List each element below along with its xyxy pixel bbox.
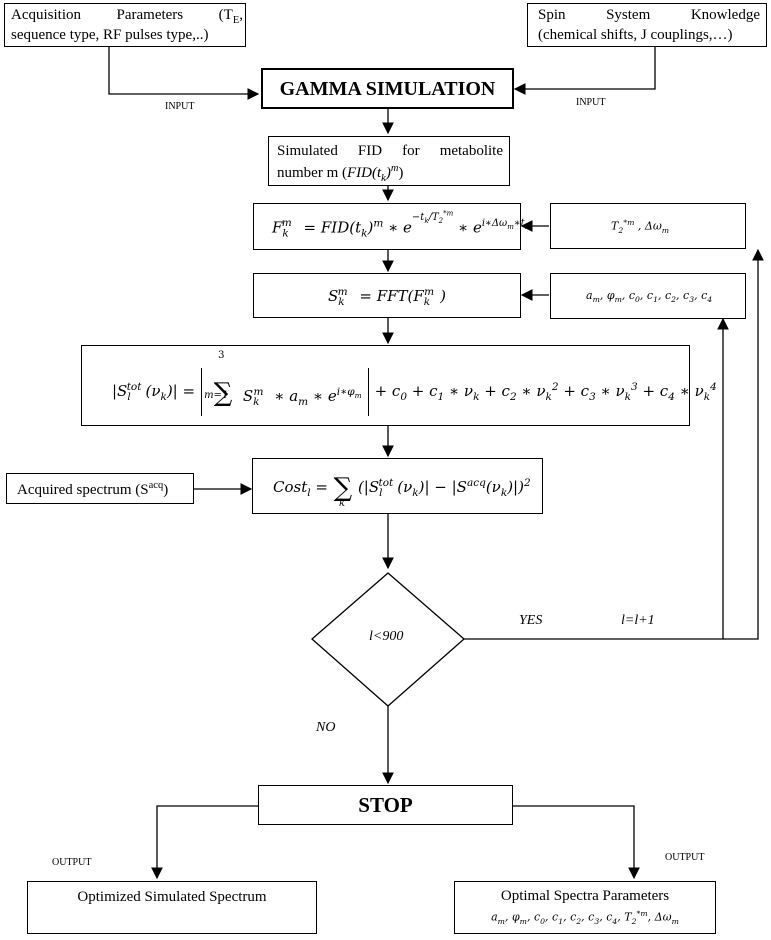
stot-equation: |Sltot(νk)| = 3 ∑ m=1 Skm ∗ am ∗ ei∗φm +… bbox=[112, 351, 717, 416]
sk-equation-box: Skm = FFT(Fkm) bbox=[253, 273, 521, 318]
stop-box: STOP bbox=[258, 785, 513, 825]
input-label-right: INPUT bbox=[576, 97, 606, 108]
increment-label: l=l+1 bbox=[621, 613, 655, 628]
cost-equation-box: Costl = ∑ k (|Sltot(νk)| − |Sacq(νk)|)2 bbox=[252, 458, 543, 514]
cost-equation: Costl = ∑ k (|Sltot(νk)| − |Sacq(νk)|)2 bbox=[273, 473, 531, 509]
arrow-spin-to-gamma bbox=[513, 47, 656, 95]
optimized-simulated-spectrum-label: Optimized Simulated Spectrum bbox=[77, 889, 267, 905]
a-params: am, φm, c0, c1, c2, c3, c4 bbox=[586, 289, 713, 305]
optimal-parameters-vars: am, φm, c0, c1, c2, c3, c4, T2*m, Δωm bbox=[491, 909, 679, 926]
optimal-parameters-box: Optimal Spectra Parameters am, φm, c0, c… bbox=[454, 881, 716, 934]
spin-system-box: Spin System Knowledge (chemical shifts, … bbox=[527, 3, 767, 47]
input-label-left: INPUT bbox=[165, 101, 195, 112]
fk-equation-box: Fkm = FID(tk)m ∗ e−tk/T2*m ∗ ei∗Δωm∗tk bbox=[253, 203, 529, 250]
optimal-parameters-title: Optimal Spectra Parameters bbox=[500, 888, 670, 904]
fid-line2: number m (FID(tk)m) bbox=[277, 163, 404, 184]
decision-label: l<900 bbox=[369, 629, 404, 644]
acq-line1-word1: Acquisition bbox=[11, 7, 81, 23]
yes-label: YES bbox=[519, 613, 543, 628]
arrow-acq-to-gamma bbox=[108, 47, 260, 100]
sk-equation: Skm = FFT(Fkm) bbox=[327, 286, 446, 308]
a-params-box: am, φm, c0, c1, c2, c3, c4 bbox=[550, 273, 746, 319]
optimized-simulated-spectrum-box: Optimized Simulated Spectrum bbox=[27, 881, 317, 934]
acquired-spectrum-box: Acquired spectrum (Sacq) bbox=[6, 473, 194, 504]
acquisition-parameters-box: Acquisition Parameters (TE, sequence typ… bbox=[4, 3, 246, 47]
t2-params: T2*m , Δωm bbox=[611, 218, 670, 235]
t2-params-box: T2*m , Δωm bbox=[550, 203, 746, 249]
decision-diamond bbox=[311, 572, 465, 707]
stop-label: STOP bbox=[358, 793, 413, 817]
no-label: NO bbox=[316, 720, 336, 735]
arrow-stop-to-params bbox=[513, 805, 640, 880]
arrow-stop-to-sim bbox=[151, 805, 258, 880]
gamma-title: GAMMA SIMULATION bbox=[279, 78, 496, 100]
spin-line2: (chemical shifts, J couplings,…) bbox=[538, 27, 733, 43]
fk-equation: Fkm = FID(tk)m ∗ e−tk/T2*m ∗ ei∗Δωm∗tk bbox=[272, 210, 529, 240]
output-label-left: OUTPUT bbox=[52, 857, 92, 868]
acquired-spectrum-label: Acquired spectrum (Sacq) bbox=[17, 480, 169, 498]
acq-line2: sequence type, RF pulses type,..) bbox=[11, 27, 209, 43]
arrow-loop-to-t2 bbox=[723, 248, 764, 640]
stot-equation-box: |Sltot(νk)| = 3 ∑ m=1 Skm ∗ am ∗ ei∗φm +… bbox=[81, 345, 717, 426]
gamma-simulation-box: GAMMA SIMULATION bbox=[261, 68, 514, 109]
output-label-right: OUTPUT bbox=[665, 852, 705, 863]
